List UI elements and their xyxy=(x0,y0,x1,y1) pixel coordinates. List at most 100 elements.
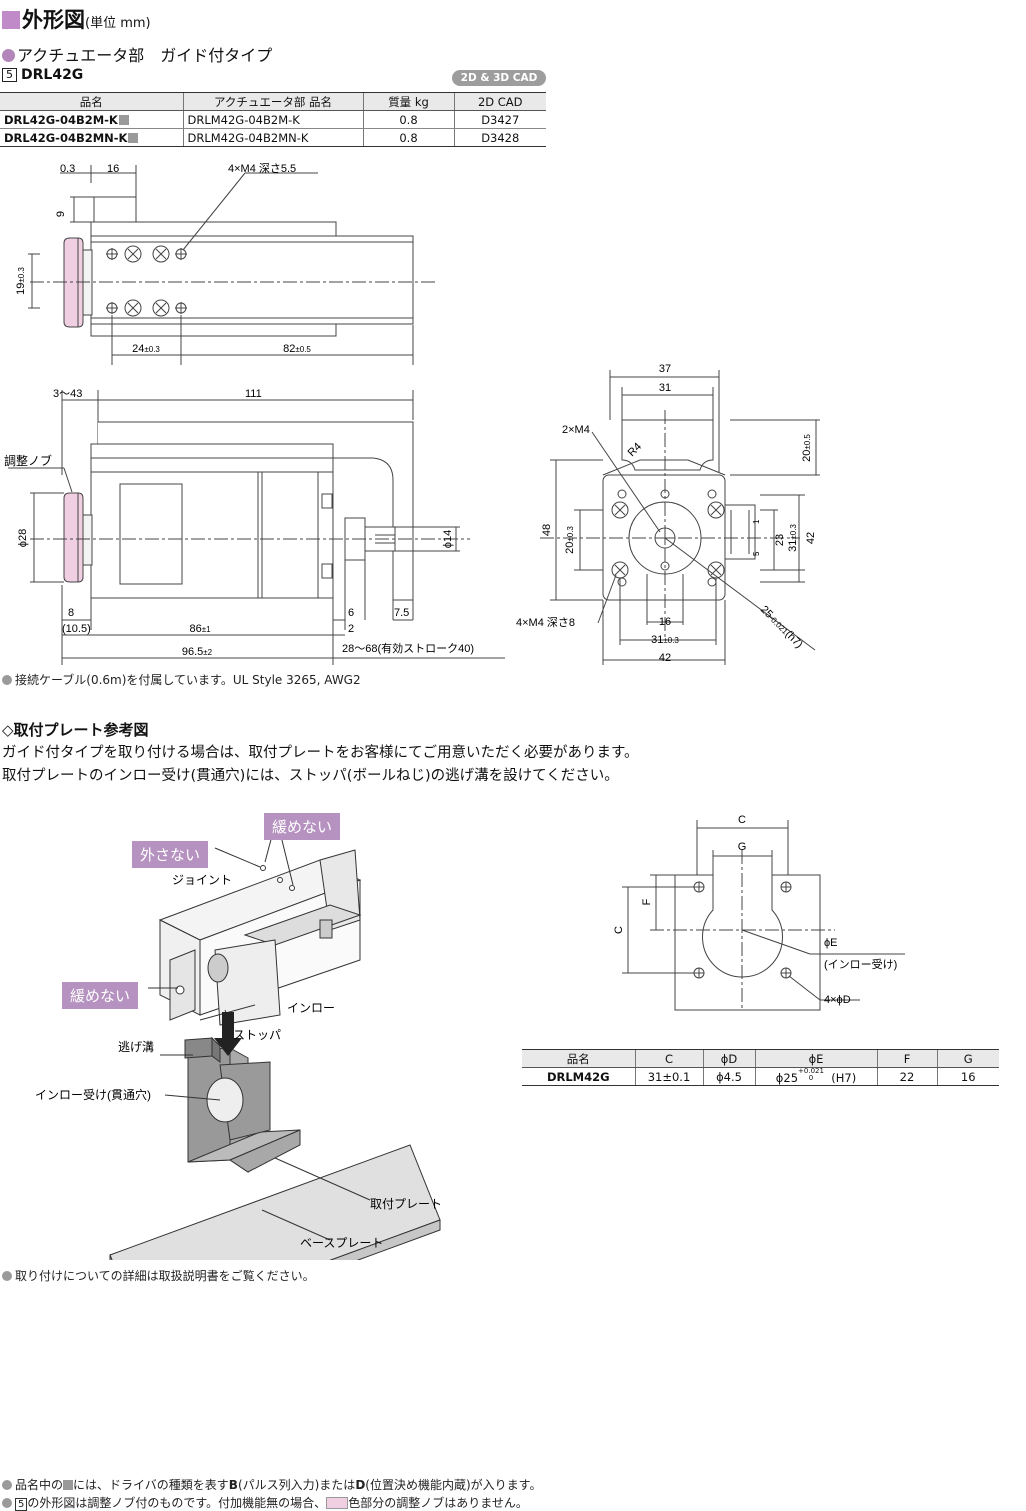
reference-text: 取付プレートのインロー受け(貫通穴)には、ストッパ(ボールねじ)の逃げ溝を設けて… xyxy=(2,768,619,784)
dim-label: 20±0.5 xyxy=(801,434,813,462)
dim-label: G xyxy=(738,841,747,853)
cad-id[interactable]: D3428 xyxy=(453,128,546,147)
dim-label: 48 xyxy=(541,524,553,536)
dim-label: (10.5) xyxy=(62,623,91,635)
dim-label: 28〜68(有効ストローク40) xyxy=(342,641,474,655)
dim-label: 6 xyxy=(348,607,354,619)
col-header: 品名 xyxy=(522,1049,635,1068)
plate-name: DRLM42G xyxy=(522,1067,635,1086)
table-row: DRL42G-04B2M-K DRLM42G-04B2M-K 0.8 D3427 xyxy=(0,110,546,129)
dim-label: F xyxy=(641,898,653,905)
dim-label: 23 xyxy=(774,534,786,546)
section-subtitle: アクチュエータ部 ガイド付タイプ xyxy=(2,42,272,66)
dim-label: 96.5±2 xyxy=(182,646,213,658)
dim-label: 25-0.021(h7) xyxy=(758,604,805,651)
callout-loosen-top: 緩めない xyxy=(264,813,341,840)
dim-label: 86±1 xyxy=(189,623,211,635)
dim-label: 4×M4 深さ8 xyxy=(516,616,575,629)
dim-label: C xyxy=(738,814,746,826)
table-row: DRL42G-04B2MN-K DRLM42G-04B2MN-K 0.8 D34… xyxy=(0,128,546,147)
down-arrow-icon xyxy=(214,1012,242,1056)
dim-label: 8 xyxy=(68,607,74,619)
dim-label: 0.3 xyxy=(60,163,75,175)
col-header: G xyxy=(936,1049,999,1068)
base-plate-label: ベースプレート xyxy=(300,1236,383,1250)
col-header: C xyxy=(634,1049,703,1068)
actuator-name: DRLM42G-04B2M-K xyxy=(182,110,363,129)
bullet-dot-icon xyxy=(2,1271,12,1281)
dim-label: 82±0.5 xyxy=(283,343,311,355)
dim-label: (インロー受け) xyxy=(824,958,897,971)
inro-label: インロー xyxy=(287,1001,335,1015)
joint-label: ジョイント xyxy=(172,873,232,887)
g-value: 16 xyxy=(936,1067,999,1086)
front-view-drawing: 37 31 2×M4 R4 20±0.5 48 20±0.3 23 31±0.3… xyxy=(516,363,820,665)
dim-label: 111 xyxy=(245,388,262,400)
mount-note: 取り付けについての詳細は取扱説明書をご覧ください。 xyxy=(2,1267,315,1284)
plate-table: 品名 C ϕD ϕE F G DRLM42G 31±0.1 ϕ4.5 ϕ25+0… xyxy=(522,1049,999,1086)
col-header: ϕD xyxy=(702,1049,755,1068)
side-view-drawing: 3〜43 111 調整ノブ ϕ28 ϕ14 8 (10.5) 86±1 6 2 … xyxy=(4,388,505,665)
top-view-drawing: 0.3 16 4×M4 深さ5.5 9 19±0.3 24±0.3 82±0.5 xyxy=(15,162,435,365)
spec-table: 品名 アクチュエータ部 品名 質量 kg 2D CAD DRL42G-04B2M… xyxy=(0,92,546,147)
knob-color-swatch xyxy=(326,1497,349,1509)
dim-label: ϕE xyxy=(824,937,838,949)
callout-remove: 外さない xyxy=(132,841,209,868)
col-header: アクチュエータ部 品名 xyxy=(182,92,363,111)
dim-label: 42 xyxy=(805,532,817,544)
dim-label: 20±0.3 xyxy=(564,526,576,554)
dim-label: C xyxy=(613,926,625,934)
product-name: DRL42G-04B2MN-K xyxy=(0,128,183,147)
col-header: 品名 xyxy=(0,92,183,111)
col-header: F xyxy=(876,1049,937,1068)
dim-label: 24±0.3 xyxy=(132,343,160,355)
placeholder-square-icon xyxy=(118,114,129,125)
placeholder-square-icon xyxy=(63,1480,74,1490)
cad-badge[interactable]: 2D & 3D CAD xyxy=(452,70,546,86)
dim-label: 7.5 xyxy=(394,607,409,619)
col-header: 質量 kg xyxy=(362,92,454,111)
col-header: 2D CAD xyxy=(453,92,546,111)
mounting-illustration: ジョイント インロー ストッパ 逃げ溝 インロー受け(貫通穴) 取付プレート ベ… xyxy=(35,831,442,1260)
c-value: 31±0.1 xyxy=(634,1067,703,1086)
d-value: ϕ4.5 xyxy=(702,1067,755,1086)
cad-id[interactable]: D3427 xyxy=(453,110,546,129)
mass: 0.8 xyxy=(362,128,454,147)
dim-label: 2×M4 xyxy=(562,424,590,436)
dim-label: 42 xyxy=(659,652,671,664)
bullet-dot-icon xyxy=(2,675,12,685)
dim-label: 31 xyxy=(659,382,671,394)
reference-text: ガイド付タイプを取り付ける場合は、取付プレートをお客様にてご用意いただく必要があ… xyxy=(2,745,639,761)
bullet-dot-icon xyxy=(2,1498,12,1508)
dim-label: 16 xyxy=(107,163,119,175)
dim-label: 4×ϕD xyxy=(824,994,851,1006)
dim-label: 19±0.3 xyxy=(15,267,27,295)
dim-label: 4×M4 深さ5.5 xyxy=(228,162,296,175)
dim-label: 31±0.3 xyxy=(787,524,799,552)
dim-label: 16 xyxy=(659,616,671,628)
actuator-name: DRLM42G-04B2MN-K xyxy=(182,128,363,147)
groove-label: 逃げ溝 xyxy=(118,1040,154,1054)
dim-label: 31±0.3 xyxy=(651,634,679,646)
inro-receiver-label: インロー受け(貫通穴) xyxy=(35,1087,151,1102)
page-title: 外形図(単位 mm) xyxy=(2,4,151,34)
dim-label: 2 xyxy=(348,623,354,635)
plate-drawing: C G C F ϕE (インロー受け) 4×ϕD xyxy=(613,814,905,1011)
dim-label: ϕ14 xyxy=(442,530,454,548)
cable-note: 接続ケーブル(0.6m)を付属しています。UL Style 3265, AWG2 xyxy=(2,671,361,688)
reference-title: ◇取付プレート参考図 xyxy=(2,721,149,739)
footnote-1: 品名中のには、ドライバの種類を表すB(パルス列入力)またはD(位置決め機能内蔵)… xyxy=(2,1476,541,1493)
title-square-icon xyxy=(2,11,20,29)
knob-label: 調整ノブ xyxy=(4,453,52,468)
f-value: 22 xyxy=(876,1067,937,1086)
plate-label: 取付プレート xyxy=(370,1197,442,1211)
dim-label: 37 xyxy=(659,363,671,375)
col-header: ϕE xyxy=(754,1049,877,1068)
pin-label: 1 xyxy=(752,519,761,524)
product-name: DRL42G-04B2M-K xyxy=(0,110,183,129)
dim-label: 9 xyxy=(55,211,67,217)
